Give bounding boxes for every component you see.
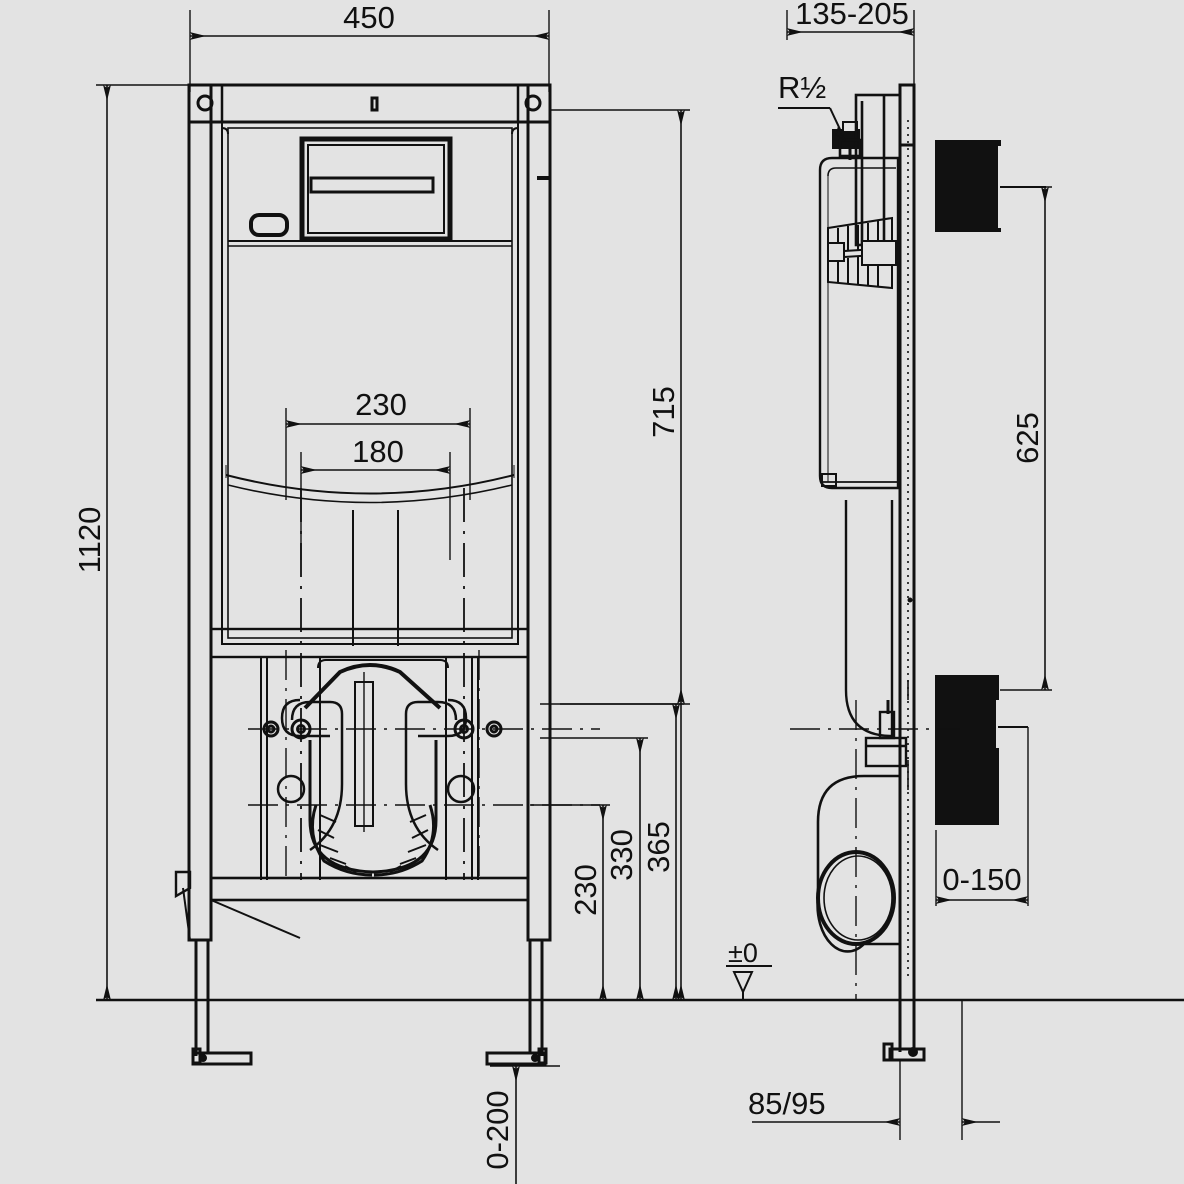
center-axes-front [248, 650, 600, 880]
dim-label-230-top: 230 [355, 387, 407, 422]
dim-1120 [96, 84, 200, 1000]
dim-label-180: 180 [352, 434, 404, 469]
flush-pipe-front [352, 510, 399, 646]
dim-label-715: 715 [646, 386, 681, 438]
dim-label-0-150: 0-150 [942, 862, 1021, 897]
dim-label-625: 625 [1010, 412, 1045, 464]
side-lower-connector [864, 700, 908, 768]
dim-label-450: 450 [343, 0, 395, 35]
cistern-base-curve [225, 465, 515, 504]
flush-elbow-upper [827, 216, 897, 290]
dim-0-200 [490, 1065, 560, 1184]
frame-bottom-rail [209, 876, 530, 939]
dim-label-85-95: 85/95 [748, 1086, 826, 1121]
frame-hole-left [276, 774, 306, 804]
drawing-geometry [96, 10, 1184, 1184]
dim-0-150 [935, 727, 1029, 906]
dim-label-0-200: 0-200 [480, 1090, 515, 1169]
inner-rails [260, 657, 479, 880]
dim-label-365: 365 [641, 821, 676, 873]
leader-r-half [778, 107, 847, 142]
dim-135-205 [786, 10, 915, 92]
dim-330 [540, 737, 648, 1000]
dim-label-1120: 1120 [72, 507, 107, 574]
dim-85-95 [752, 1000, 1000, 1140]
frame-hole-right [446, 774, 476, 804]
flush-plate-opening [299, 136, 453, 242]
side-leg-foot [882, 1000, 926, 1062]
frame-legs [194, 940, 544, 1056]
dim-label-r-half: R½ [778, 70, 826, 105]
datum-symbol [726, 965, 772, 1000]
access-port [249, 213, 289, 237]
frame-mid-rail [209, 627, 530, 659]
bowl-seal-hatch [310, 804, 436, 877]
side-rail-ribs [907, 597, 913, 790]
dim-label-330: 330 [604, 829, 639, 881]
dim-180 [300, 452, 451, 560]
side-flush-pipe [844, 500, 894, 738]
side-lower-black-block [935, 675, 999, 825]
dim-label-datum: ±0 [728, 938, 758, 968]
dimension-labels: 450 135-205 1120 715 230 180 365 330 230… [72, 0, 1045, 1170]
dim-365 [560, 703, 684, 1000]
cistern-body [221, 121, 519, 645]
frame-feet [191, 1047, 548, 1066]
dim-230-bottom [530, 804, 610, 1000]
wall-bracket [174, 870, 192, 899]
center-axes-side [790, 700, 960, 1000]
dim-label-135-205: 135-205 [795, 0, 909, 31]
dim-625 [1000, 186, 1052, 691]
dim-450 [189, 10, 550, 92]
side-upper-black-block [935, 140, 1001, 232]
dim-label-230-bottom: 230 [568, 864, 603, 916]
dim-230-top [285, 408, 471, 500]
